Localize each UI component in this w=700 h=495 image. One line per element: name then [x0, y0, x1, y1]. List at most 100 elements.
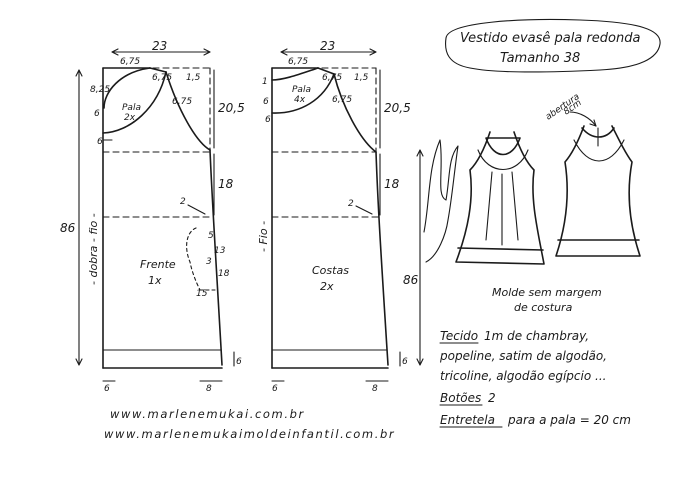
- back-pattern-piece: 23 6,75 1 6,75 6,75 1,5 6 6 Pala 4x 20,5…: [257, 39, 424, 394]
- title-bubble-outline: [445, 18, 661, 73]
- back-length-label: 86: [403, 273, 419, 287]
- back-dress-neck: [581, 127, 615, 138]
- front-shoulder-drop-label: 1,5: [186, 73, 201, 83]
- back-dress-yoke: [573, 139, 625, 162]
- front-neckline-curve: [103, 67, 151, 109]
- back-length-arrow-bottom: [416, 358, 424, 366]
- back-yoke-depth-label: 6: [263, 97, 269, 107]
- front-yoke-name-label: Pala: [122, 103, 141, 113]
- back-yoke-bottom-label: 6: [265, 115, 271, 125]
- front-pocket-line: [186, 227, 201, 291]
- front-dart-arrow: [187, 204, 206, 215]
- back-hem-width-label: 6: [272, 384, 278, 394]
- back-dress-outline: [555, 125, 641, 257]
- back-side-seam: [375, 151, 389, 366]
- front-width-arrow-right: [203, 48, 211, 56]
- front-width-arrow-left: [111, 48, 119, 56]
- back-shoulder-line: [317, 67, 335, 75]
- front-dress-yoke: [477, 149, 529, 171]
- fabric-label: Tecido: [440, 329, 478, 343]
- front-yoke-curve: [102, 71, 167, 134]
- back-shoulder-drop-label: 1,5: [354, 73, 369, 83]
- front-length-arrow-bottom: [75, 358, 83, 366]
- title-line-1: Vestido evasê pala redonda: [460, 31, 640, 46]
- back-dart-label: 2: [348, 199, 354, 209]
- front-hem-label: 6: [236, 357, 242, 367]
- back-dress-illustration: [555, 111, 641, 257]
- buttons-value: 2: [488, 391, 496, 405]
- back-width-arrow-left: [280, 48, 288, 56]
- back-length-arrow-top: [416, 149, 424, 157]
- front-fold-label: - dobra - fio -: [87, 213, 100, 285]
- signature-mark: [423, 139, 459, 263]
- back-hem-label: 6: [402, 357, 408, 367]
- front-neck-width-label: 6,75: [120, 57, 140, 67]
- front-pocket-15-label: 15: [196, 289, 208, 299]
- front-pocket-13-label: 13: [214, 246, 226, 256]
- front-length-arrow-top: [75, 69, 83, 77]
- materials-notes: Tecido 1m de chambray, popeline, satim d…: [439, 329, 631, 428]
- back-neck-height-label: 1: [262, 77, 268, 87]
- front-dress-fold-3: [511, 171, 519, 241]
- back-yoke-qty-label: 4x: [294, 95, 306, 105]
- back-piece-label: Costas: [312, 264, 349, 277]
- front-flare-label: 8: [206, 384, 212, 394]
- fabric-line-2: popeline, satim de algodão,: [439, 349, 607, 363]
- front-piece-qty: 1x: [148, 274, 162, 287]
- back-bust-label: 18: [384, 177, 400, 191]
- front-armhole-label: 20,5: [218, 101, 245, 115]
- front-pattern-piece: 23: [60, 39, 245, 394]
- back-width-arrow-right: [369, 48, 377, 56]
- front-side-seam: [209, 149, 223, 366]
- front-width-label: 23: [152, 39, 167, 53]
- back-piece-qty: 2x: [320, 280, 334, 293]
- opening-arrow-line: [569, 111, 597, 127]
- front-pocket-3-label: 3: [206, 257, 212, 267]
- title-balloon: Vestido evasê pala redonda Tamanho 38: [445, 18, 661, 73]
- front-dress-hem-band: [457, 247, 544, 251]
- front-dress-outline: [455, 131, 545, 265]
- front-dress-fold-1: [485, 171, 493, 241]
- back-yoke-curve: [271, 73, 335, 114]
- back-armhole-curve: [333, 73, 377, 153]
- fabric-text: 1m de chambray,: [484, 329, 589, 343]
- caption-line-2: de costura: [514, 301, 573, 314]
- front-yoke-side-label: 6,75: [152, 73, 172, 83]
- interfacing-text: para a pala = 20 cm: [507, 413, 631, 427]
- caption-line-1: Molde sem margem: [492, 286, 602, 299]
- front-shoulder-line: [149, 67, 167, 73]
- front-pocket-18-label: 18: [218, 269, 230, 279]
- opening-arrow-head: [589, 119, 597, 127]
- back-dart-arrow: [355, 205, 373, 215]
- front-dress-illustration: [455, 131, 545, 265]
- website-url-1: www.marlenemukai.com.br: [110, 407, 305, 421]
- front-yoke-side-label-2: 6,75: [172, 97, 192, 107]
- back-yoke-side-label-2: 6,75: [332, 95, 352, 105]
- front-hem-width-label: 6: [104, 384, 110, 394]
- back-width-label: 23: [320, 39, 335, 53]
- website-url-2: www.marlenemukaimoldeinfantil.com.br: [104, 427, 395, 441]
- front-neck-height-label: 8,25: [90, 85, 110, 95]
- back-flare-label: 8: [372, 384, 378, 394]
- front-armhole-curve: [165, 71, 211, 151]
- back-yoke-side-label: 6,75: [322, 73, 342, 83]
- front-dress-neck: [485, 137, 521, 156]
- front-piece-label: Frente: [140, 258, 176, 271]
- front-bust-label: 18: [218, 177, 234, 191]
- front-yoke-depth-label: 6: [94, 109, 100, 119]
- back-grain-label: - Fio -: [257, 221, 270, 252]
- back-armhole-label: 20,5: [384, 101, 411, 115]
- front-pocket-5-label: 5: [208, 231, 214, 241]
- back-yoke-name-label: Pala: [292, 85, 311, 95]
- front-length-label: 86: [60, 221, 76, 235]
- front-dart-label: 2: [180, 197, 186, 207]
- buttons-label: Botões: [440, 391, 481, 405]
- back-neckline-curve: [271, 67, 319, 81]
- signature-stroke: [423, 139, 459, 263]
- front-yoke-qty-label: 2x: [124, 113, 136, 123]
- front-yoke-bottom-label: 6: [97, 137, 103, 147]
- fabric-line-3: tricoline, algodão egípcio ...: [440, 369, 606, 383]
- interfacing-label: Entretela: [440, 413, 495, 427]
